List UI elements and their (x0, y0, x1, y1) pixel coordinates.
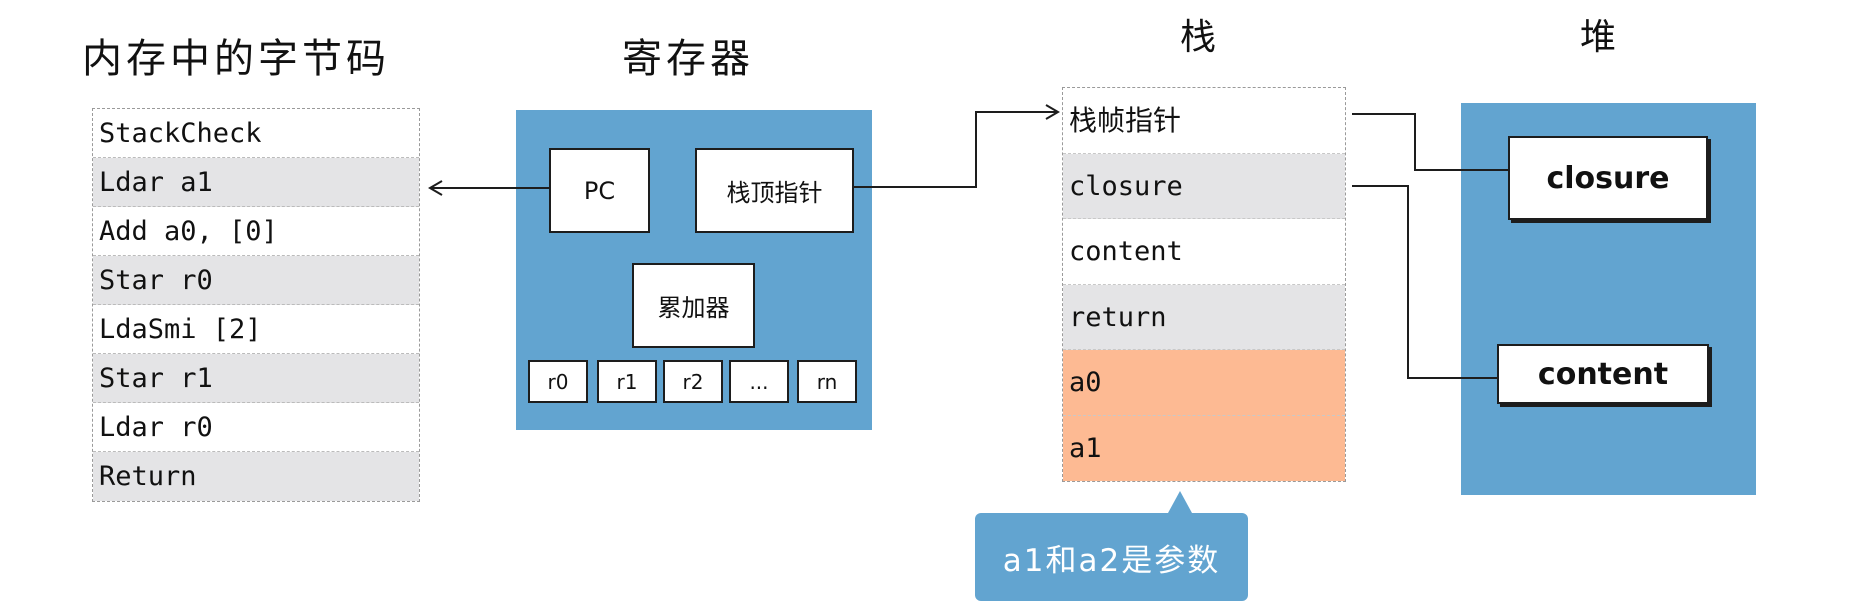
heap-content-object: content (1497, 344, 1709, 404)
bytecode-row: Ldar r0 (93, 403, 419, 452)
callout-pointer (1168, 491, 1192, 513)
stack-frame: 栈帧指针 closure content return a0 a1 (1062, 87, 1346, 482)
bytecode-row: Add a0, [0] (93, 207, 419, 256)
stack-top-pointer-register: 栈顶指针 (695, 148, 854, 233)
closure-to-content-line (1352, 185, 1497, 379)
bytecode-list: StackCheck Ldar a1 Add a0, [0] Star r0 L… (92, 108, 420, 502)
parameters-callout: a1和a2是参数 (975, 513, 1248, 601)
register-r1: r1 (597, 360, 657, 403)
bytecode-title: 内存中的字节码 (82, 36, 390, 82)
stack-top-arrow-head (1045, 104, 1060, 120)
heap-title: 堆 (1580, 17, 1621, 58)
stack-row-a0: a0 (1063, 350, 1345, 416)
pc-arrow-head (428, 180, 443, 196)
stack-row-closure: closure (1063, 153, 1345, 219)
stack-row-return: return (1063, 284, 1345, 350)
stack-row-a1: a1 (1063, 415, 1345, 481)
bytecode-row: Star r0 (93, 256, 419, 305)
register-ellipsis: ... (729, 360, 789, 403)
bytecode-row: Ldar a1 (93, 158, 419, 207)
register-rn: rn (797, 360, 857, 403)
stack-row-frame-pointer: 栈帧指针 (1063, 88, 1345, 154)
registers-title: 寄存器 (622, 36, 754, 82)
stack-title: 栈 (1180, 17, 1221, 58)
bytecode-row: Return (93, 452, 419, 501)
frame-to-closure-line (1352, 113, 1508, 171)
accumulator-register: 累加器 (632, 263, 755, 348)
stack-row-content: content (1063, 219, 1345, 285)
bytecode-row: Star r1 (93, 354, 419, 403)
register-r2: r2 (663, 360, 723, 403)
bytecode-row: StackCheck (93, 109, 419, 158)
bytecode-row: LdaSmi [2] (93, 305, 419, 354)
pc-register: PC (549, 148, 650, 233)
stack-top-arrow (854, 111, 1058, 188)
register-r0: r0 (528, 360, 588, 403)
heap-closure-object: closure (1508, 136, 1708, 220)
